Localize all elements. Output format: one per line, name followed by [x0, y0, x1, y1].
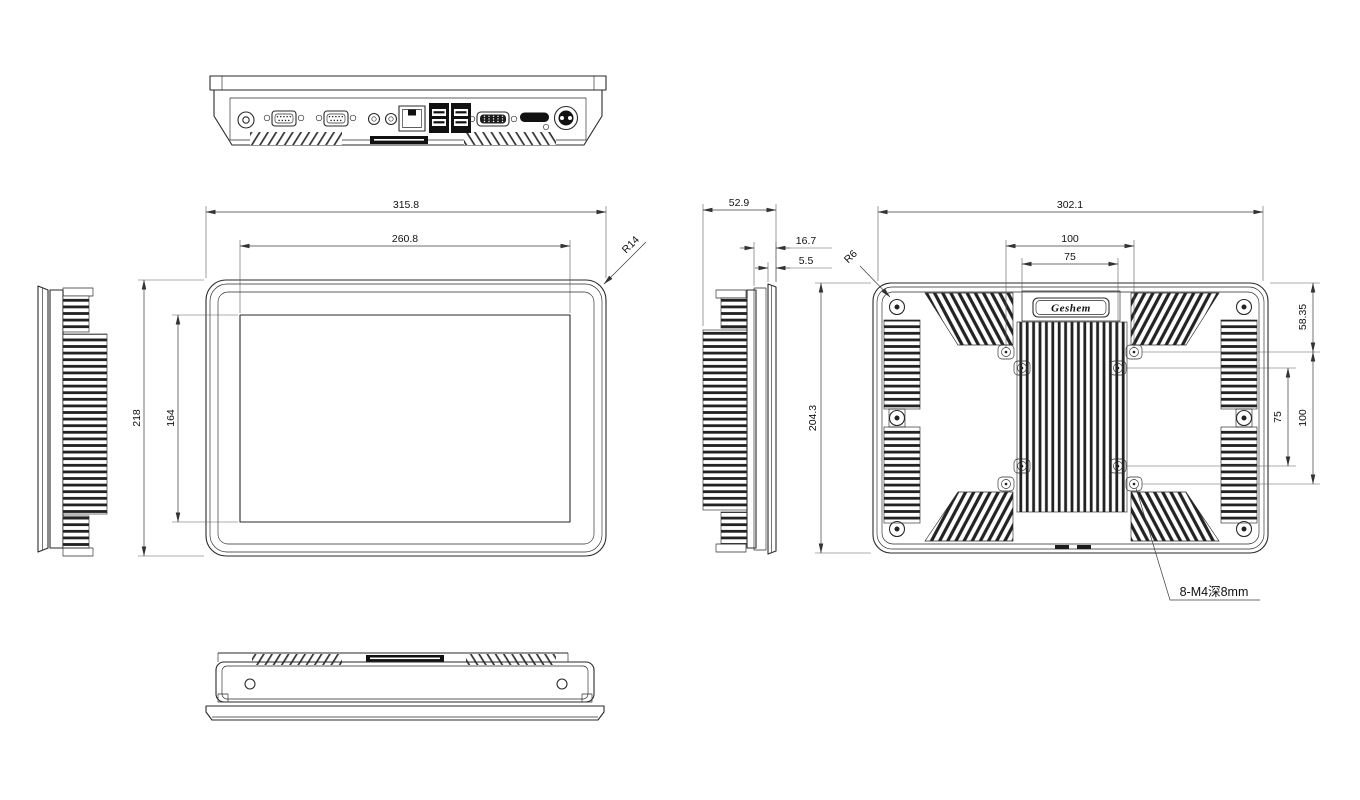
dim-rear-overall-width: 302.1 — [1057, 199, 1083, 211]
rear-screws — [888, 298, 1253, 538]
vesa-hole — [1013, 458, 1031, 474]
dims-side: 52.9 16.7 5.5 — [702, 197, 832, 326]
note-mounting-holes: 8-M4深8mm — [1180, 585, 1249, 599]
dim-side-front-section: 16.7 — [796, 235, 817, 247]
dim-rear-top-offset: 58.35 — [1297, 304, 1309, 330]
view-side-left — [37, 285, 108, 557]
power-connector-icon — [553, 105, 579, 131]
rear-fins-right-upper — [1220, 319, 1258, 410]
view-side-right — [702, 283, 777, 555]
rear-fins-left-lower — [883, 426, 921, 524]
side-left-bezel — [37, 285, 49, 553]
view-bottom — [205, 652, 605, 721]
rear-fins-diagonal-bl — [924, 491, 1014, 542]
front-display-area — [239, 314, 571, 523]
led-icon — [543, 124, 549, 130]
dim-front-overall-width: 315.8 — [393, 199, 419, 211]
top-flange — [209, 75, 607, 91]
serial-db9-icon — [263, 110, 305, 127]
dim-front-display-width: 260.8 — [392, 233, 418, 245]
side-left-fins-bottom — [62, 515, 90, 549]
rear-fins-diagonal-br — [1130, 491, 1220, 542]
bottom-hole-right — [556, 678, 568, 690]
rear-cover-outline — [872, 282, 1269, 554]
audio-jack-icon — [384, 112, 398, 126]
dim-rear-vesa-width-inner: 75 — [1064, 251, 1076, 263]
side-right-fins-bottom — [720, 511, 748, 545]
serial-db9-icon — [315, 110, 357, 127]
usb-dual-icon — [429, 103, 449, 133]
dim-front-overall-height: 218 — [131, 409, 143, 427]
side-left-fins-main — [62, 333, 108, 515]
bottom-front-bezel — [205, 705, 605, 721]
rear-fins-left-upper — [883, 319, 921, 410]
usb-dual-icon — [451, 103, 471, 133]
dim-rear-vesa-width-outer: 100 — [1061, 233, 1079, 245]
dim-rear-vesa-height-inner: 75 — [1272, 411, 1284, 423]
bottom-hole-left — [244, 678, 256, 690]
bottom-body — [215, 661, 595, 703]
side-right-bezel — [767, 283, 777, 555]
view-front — [205, 279, 607, 557]
dim-side-bezel-thickness: 5.5 — [799, 255, 814, 267]
bottom-fins-right — [466, 654, 556, 665]
side-left-chassis — [49, 289, 64, 549]
vesa-hole — [997, 476, 1015, 492]
vesa-hole — [1125, 476, 1143, 492]
brand-logo-text: Geshem — [1051, 303, 1091, 315]
dim-rear-overall-height: 204.3 — [807, 405, 819, 431]
front-bezel-inner-edge — [217, 291, 595, 545]
vga-db15-icon — [468, 111, 518, 127]
top-body — [213, 89, 603, 146]
rear-fins-right-lower — [1220, 426, 1258, 524]
side-right-fins-main — [702, 329, 748, 511]
dim-rear-vesa-height-outer: 100 — [1297, 409, 1309, 427]
top-fins-right — [464, 132, 556, 145]
side-right-chassis — [746, 289, 757, 549]
brand-logo-badge — [1032, 297, 1110, 318]
dims-front: 315.8 260.8 R14 218 164 — [131, 199, 647, 557]
view-rear: Geshem — [872, 282, 1269, 554]
rear-fins-diagonal-tr — [1130, 292, 1220, 346]
side-right-panel — [753, 287, 767, 551]
rear-fins-center — [1016, 321, 1128, 513]
front-outer-bezel — [205, 279, 607, 557]
dc-jack-icon — [237, 111, 255, 129]
bottom-fins-left — [252, 654, 342, 665]
rj45-ethernet-icon — [398, 105, 426, 132]
rear-fins-diagonal-tl — [924, 292, 1014, 346]
audio-jack-icon — [367, 112, 381, 126]
dim-front-corner-radius: R14 — [620, 234, 642, 256]
top-fins-left — [250, 132, 342, 145]
side-right-fins-top — [720, 297, 748, 329]
dim-rear-corner-radius: R6 — [842, 248, 860, 266]
dim-front-display-height: 164 — [165, 409, 177, 427]
dims-rear: 302.1 100 75 R6 204.3 58.35 100 75 8-M4深… — [807, 199, 1320, 601]
dim-side-overall-depth: 52.9 — [729, 197, 750, 209]
side-left-fins-top — [62, 295, 90, 333]
hdmi-icon — [520, 112, 549, 122]
view-top-ports — [209, 75, 607, 146]
